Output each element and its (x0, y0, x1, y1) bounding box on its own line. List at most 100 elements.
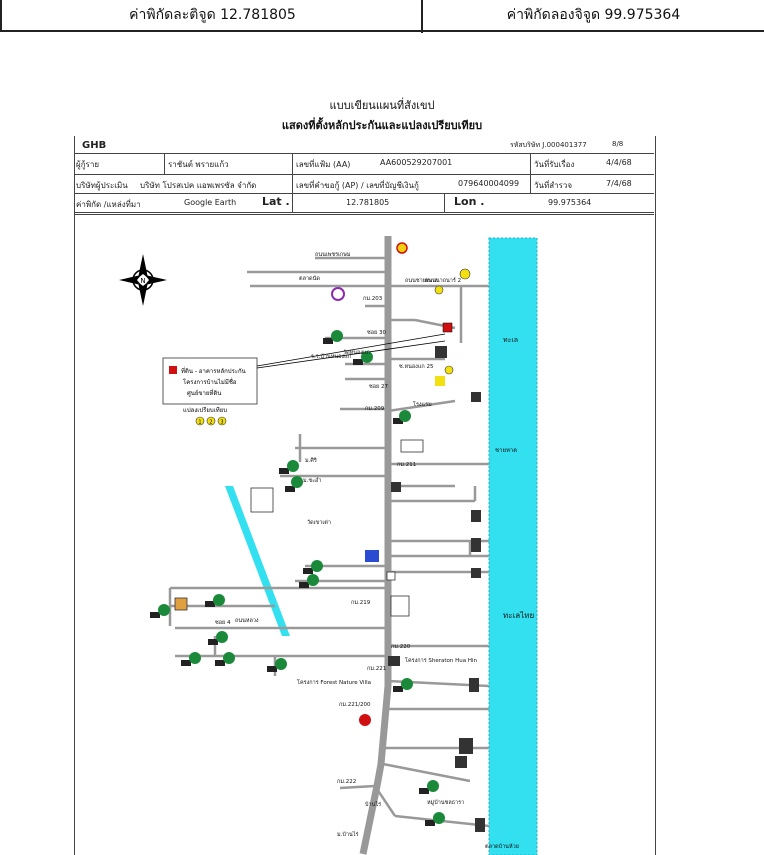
map-label: หมู่บ้านชลธารา (427, 799, 464, 806)
temple-icon (331, 287, 345, 301)
coord-source-value: Google Earth (184, 198, 237, 207)
map-label: กม.222 (337, 779, 356, 785)
map-label: ตลาดนัด (299, 275, 320, 282)
received-label: วันที่รับเรื่อง (534, 160, 575, 169)
legend-compare: แปลงเปรียบเทียบ (183, 406, 227, 414)
svg-text:3: 3 (220, 420, 223, 426)
building-icons (174, 346, 485, 832)
map-label: วัดเขาเต่า (307, 519, 331, 526)
map-label: โรงแรม (413, 400, 432, 408)
village-icon (419, 780, 439, 794)
file-no-value: AA600529207001 (380, 158, 453, 167)
page-number: 8/8 (612, 140, 624, 148)
survey-date: 7/4/68 (606, 179, 632, 188)
lat-field-label: Lat . (262, 195, 290, 208)
marker-icon (459, 268, 471, 280)
village-icon (393, 678, 413, 692)
village-icon (215, 652, 235, 666)
marker-icon (434, 285, 444, 295)
village-icon (323, 330, 343, 344)
svg-text:1: 1 (198, 420, 201, 426)
village-icon (425, 812, 445, 826)
map-label: กม.221 (367, 666, 386, 672)
sea-label: ทะเล (503, 336, 518, 344)
map-label: บ้านไร่ (365, 801, 381, 808)
map-label: ม.บ้านไร่ (337, 831, 358, 838)
comparison-markers: 1 2 3 (195, 416, 227, 426)
village-icon (393, 410, 411, 424)
received-date: 4/4/68 (606, 158, 632, 167)
map-label: ตลาดบ้านห้วย (485, 843, 519, 850)
lat-field-value: 12.781805 (346, 198, 390, 207)
map-label: ซ.หนองแก 25 (399, 363, 434, 370)
ref-number: รหัสบริษัท J.000401377 (510, 141, 587, 149)
village-icon (353, 351, 373, 365)
coord-source-label: ค่าพิกัด /แหล่งที่มา (76, 200, 141, 209)
survey-label: วันที่สำรวจ (534, 181, 573, 190)
map-label: กม.203 (363, 296, 383, 302)
village-icon (205, 594, 225, 607)
appraiser-name: บริษัท โปรสเปค แอพเพรซัล จำกัด (140, 181, 257, 190)
subject-marker-icon (169, 366, 177, 374)
location-map: N ที่ดิน - อาคารหลักประกัน โครงการบ้านไม… (119, 236, 538, 855)
map-sheet-frame (74, 136, 656, 855)
header-latitude: ค่าพิกัดละติจูด 12.781805 (0, 0, 423, 32)
map-label: ม.ศิริ (305, 457, 317, 464)
hospital-icon (359, 714, 371, 726)
legend-owner: ศูนย์ขายที่ดิน (187, 389, 221, 397)
map-label: ซอย 27 (369, 383, 389, 390)
map-legend: ที่ดิน - อาคารหลักประกัน โครงการบ้านไม่ม… (162, 333, 446, 414)
ap-number-label: เลขที่คำขอกู้ (AP) / เลขที่บัญชีเงินกู้ (296, 181, 419, 190)
map-label: กม.220 (391, 644, 411, 650)
coordinate-header: ค่าพิกัดละติจูด 12.781805 ค่าพิกัดลองจิจ… (0, 0, 764, 33)
ap-number-value: 079640004099 (458, 179, 520, 188)
map-label: กม.211 (397, 462, 416, 468)
marker-icon (444, 365, 454, 375)
borrower-label: ผู้กู้ราย (76, 160, 100, 169)
canal (225, 486, 290, 636)
document-subtitle: แสดงที่ตั้งหลักประกันและแปลงเปรียบเทียบ (281, 119, 483, 132)
org-name: GHB (82, 140, 107, 151)
map-label: ถนนชายทะเล (405, 277, 438, 284)
main-highway (359, 236, 392, 855)
map-label: ถนนนาถนาร์ 2 (425, 277, 461, 284)
appraiser-label: บริษัทผู้ประเมิน (76, 181, 128, 190)
map-label: ถนนหลวง (235, 618, 259, 624)
map-label: ซอย 30 (367, 329, 387, 336)
svg-text:2: 2 (209, 420, 212, 426)
file-no-label: เลขที่แฟ้ม (AA) (296, 160, 351, 169)
map-label: กม.221/200 (339, 702, 371, 708)
document-title: แบบเขียนแผนที่สังเขป (329, 99, 435, 112)
form-row-line (74, 212, 654, 213)
village-icon (208, 631, 228, 645)
north-arrow-icon: N (119, 254, 167, 306)
map-label: ถนนเพชรเกษม (315, 251, 351, 258)
legend-subject: ที่ดิน - อาคารหลักประกัน (181, 367, 246, 375)
map-label: วัดหนองแก (343, 349, 370, 356)
village-icon (285, 476, 303, 492)
map-label: กม.209 (365, 406, 385, 412)
map-label: ทะเลไทย (503, 611, 534, 620)
village-icon (150, 604, 170, 618)
map-label: ซอย 4 (215, 619, 231, 626)
form-row-line (74, 214, 654, 215)
svg-text:N: N (140, 277, 145, 285)
map-label: โครงการ Sheraton Hua Hin (405, 656, 478, 664)
map-label: ร.ร.บ้านหนองแก (311, 353, 351, 360)
map-labels: ถนนเพชรเกษม ถนนชายทะเล ถนนนาถนาร์ 2 ตลาด… (215, 251, 534, 850)
lon-field-value: 99.975364 (548, 198, 592, 207)
form-row-line (74, 193, 654, 194)
sea-label: ชายหาด (495, 447, 517, 454)
gas-station-icon (396, 242, 408, 254)
village-icon (267, 658, 287, 672)
form-row-line (74, 153, 654, 154)
village-icons (150, 330, 445, 826)
lon-field-label: Lon . (454, 195, 485, 208)
map-label: โครงการ Forest Nature Villa (297, 678, 371, 686)
map-label: กม.219 (351, 600, 371, 606)
legend-project: โครงการบ้านไม่มีชื่อ (183, 378, 237, 386)
header-divider (421, 0, 423, 33)
subject-parcel (442, 322, 453, 333)
form-row-line (74, 174, 654, 175)
borrower-name: ราชันต์ พรายแก้ว (168, 160, 229, 169)
